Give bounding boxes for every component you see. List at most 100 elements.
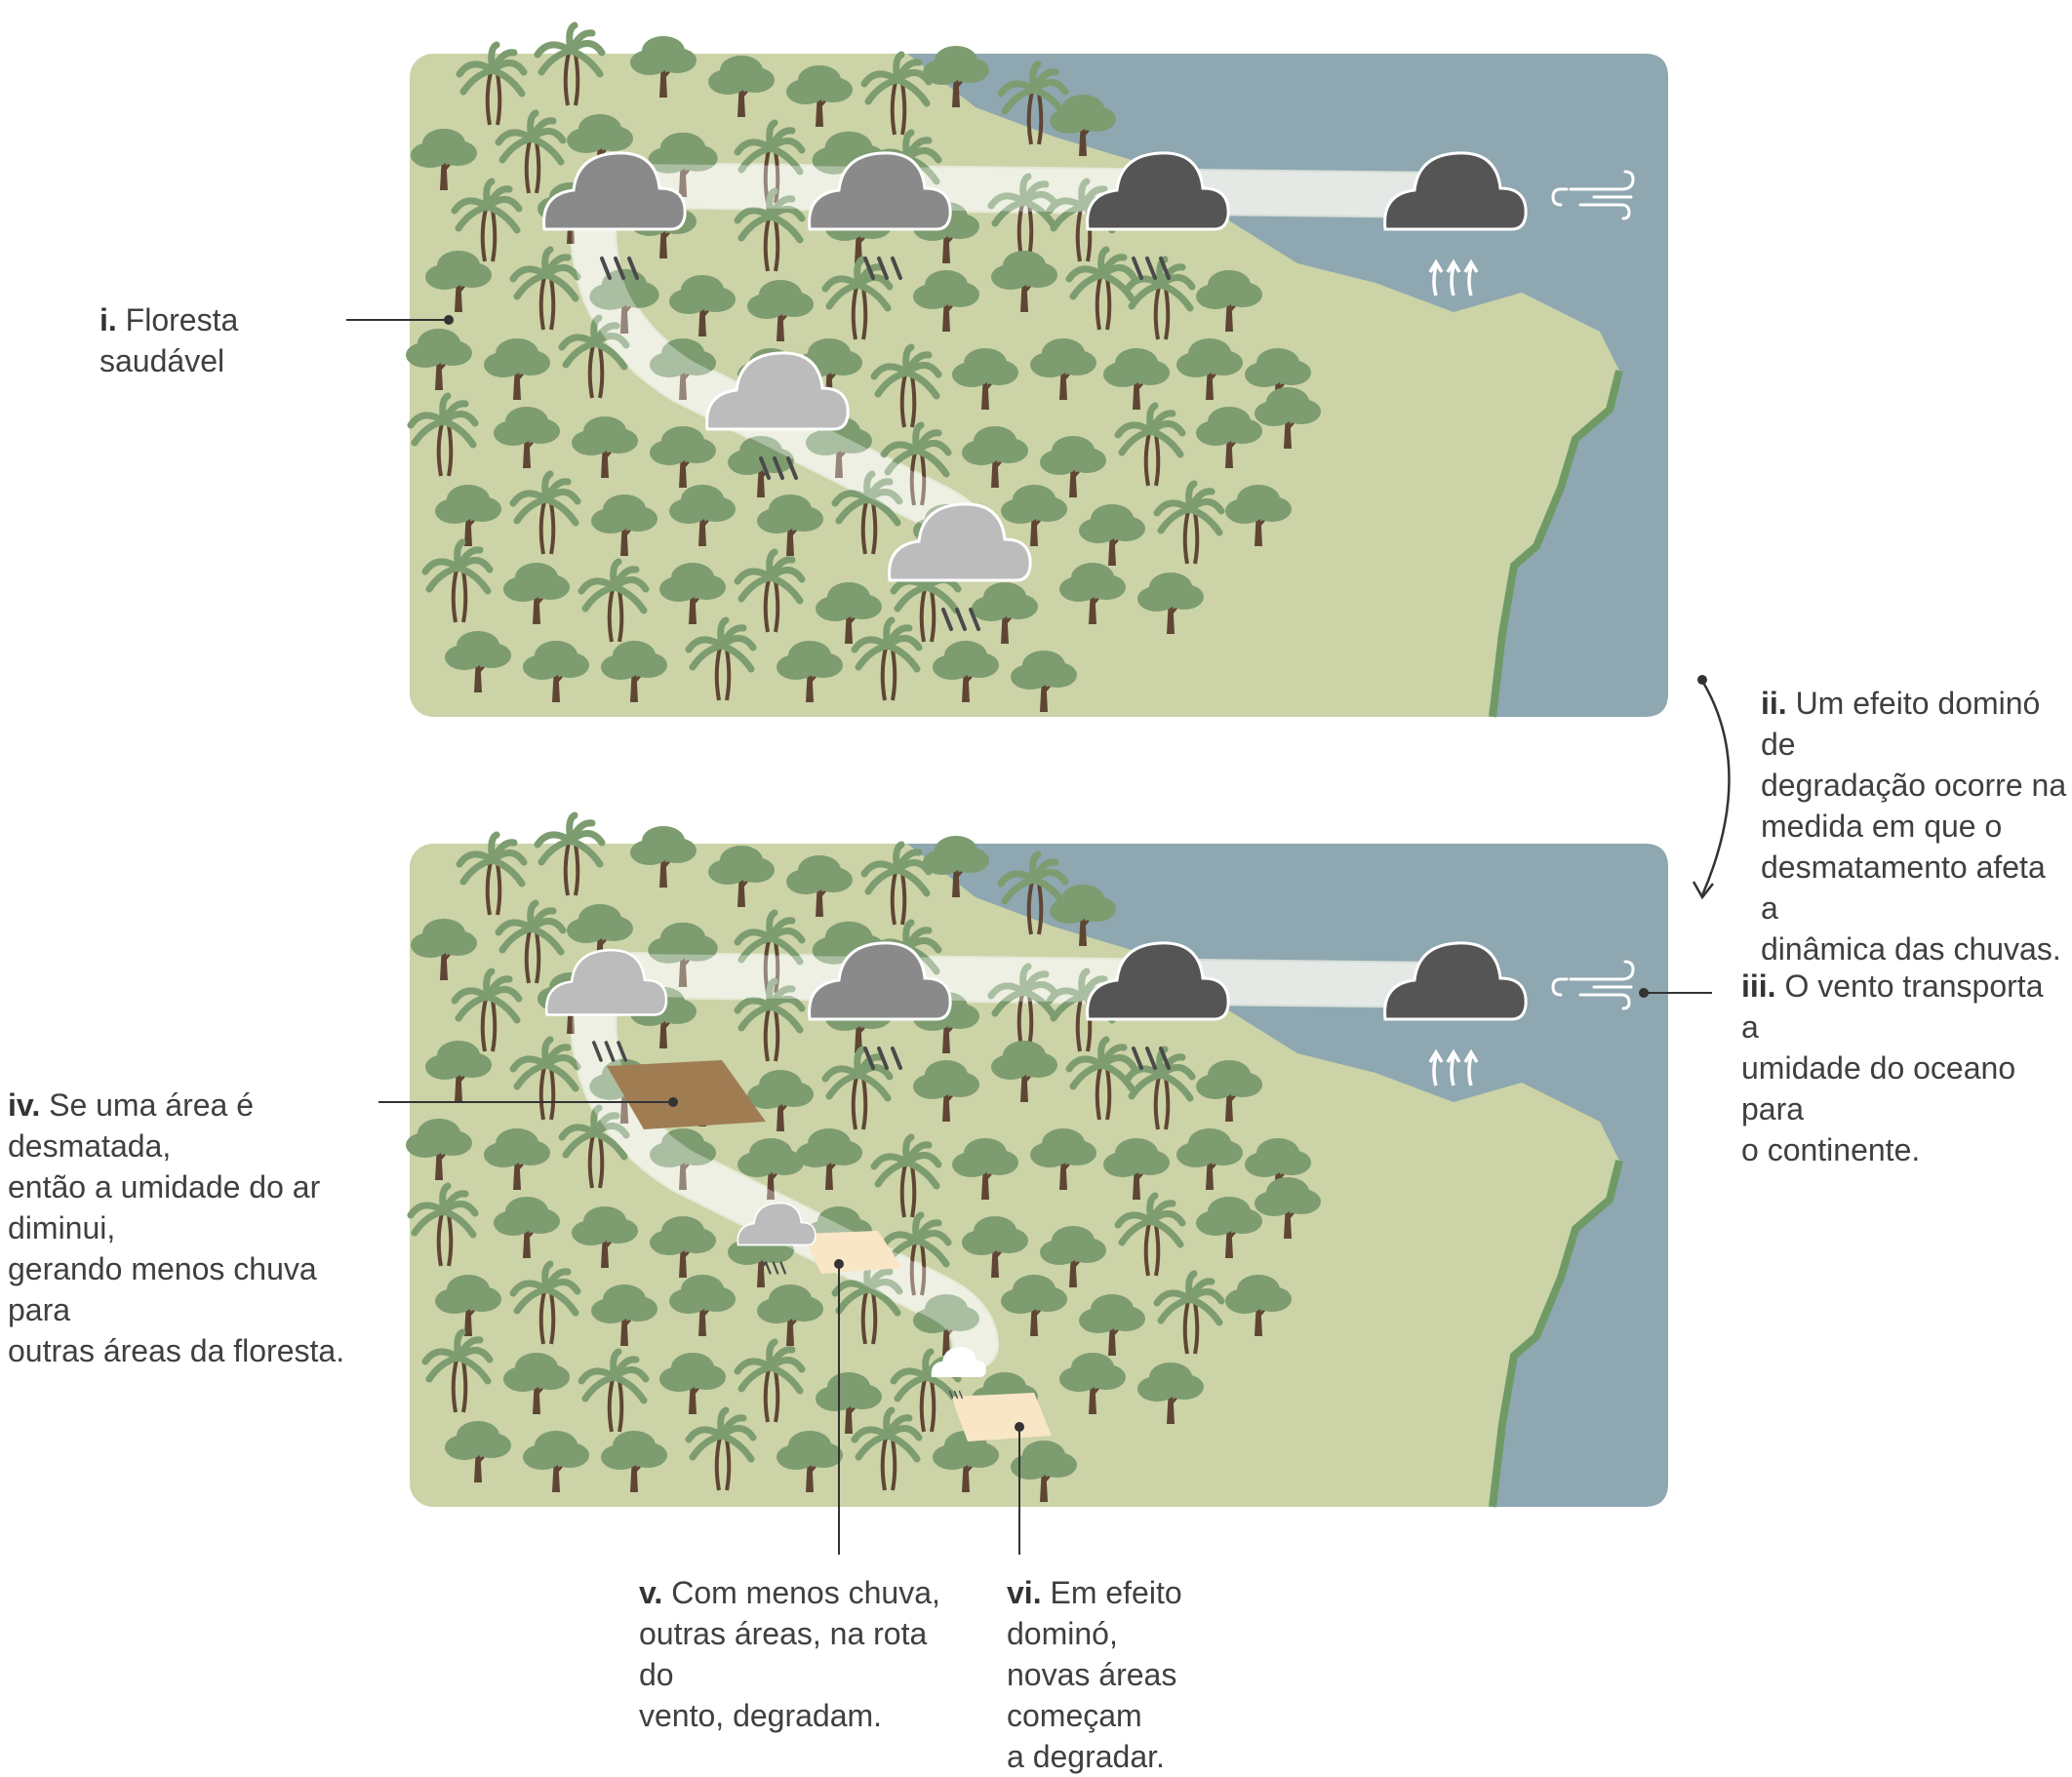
cloud-icon (808, 941, 952, 1021)
palm-tree-icon (509, 1036, 581, 1121)
palm-tree-icon (509, 470, 581, 555)
palm-tree-icon (1153, 1270, 1225, 1355)
coastline (1489, 1160, 1623, 1508)
cloud-icon (542, 151, 687, 231)
label-v: v. Com menos chuva, outras áreas, na rot… (639, 1575, 940, 1733)
tree-icon (786, 855, 853, 917)
tree-icon (445, 631, 511, 692)
tree-icon (1196, 270, 1262, 332)
tree-icon (708, 846, 775, 907)
tree-icon (1196, 1197, 1262, 1258)
tree-icon (406, 1119, 472, 1180)
tree-icon (913, 1060, 979, 1122)
palm-tree-icon (870, 343, 942, 428)
tree-icon (933, 641, 999, 702)
tree-icon (1103, 348, 1170, 410)
palm-tree-icon (407, 1182, 479, 1267)
palm-tree-icon (1065, 246, 1137, 331)
tree-icon (747, 280, 814, 341)
cloud-icon (888, 502, 1032, 582)
rain-icon (863, 257, 902, 280)
tree-icon (591, 494, 657, 556)
tree-icon (1079, 1294, 1145, 1356)
palm-tree-icon (1153, 480, 1225, 565)
evaporation-arrows-icon (1428, 1048, 1479, 1086)
label-iii: iii. O vento transporta a umidade do oce… (1741, 968, 2044, 1167)
tree-icon (411, 129, 477, 190)
tree-icon (484, 1128, 550, 1190)
tree-icon (913, 270, 979, 332)
degrading-area (802, 1231, 902, 1274)
palm-tree-icon (685, 1406, 757, 1491)
tree-icon (630, 36, 697, 98)
tree-icon (572, 416, 638, 478)
tree-icon (737, 1138, 804, 1200)
degrading-area (951, 1393, 1052, 1441)
palm-tree-icon (509, 1260, 581, 1345)
tree-icon (1137, 1362, 1204, 1424)
rain-icon (1132, 257, 1171, 280)
tree-icon (816, 1372, 882, 1434)
tree-icon (659, 563, 726, 624)
tree-icon (786, 65, 853, 127)
tree-icon (411, 919, 477, 980)
palm-tree-icon (1114, 1192, 1186, 1277)
rain-icon (764, 1261, 787, 1275)
tree-icon (952, 348, 1018, 410)
tree-icon (435, 485, 501, 546)
palm-tree-icon (456, 41, 528, 126)
palm-tree-icon (821, 256, 894, 340)
palm-tree-icon (890, 1348, 962, 1433)
cloud-icon (808, 151, 952, 231)
tree-icon (650, 1128, 716, 1190)
tree-icon (1050, 95, 1116, 156)
palm-tree-icon (456, 831, 528, 916)
tree-icon (669, 485, 736, 546)
tree-icon (650, 338, 716, 400)
tree-icon (1255, 387, 1321, 449)
tree-icon (445, 1421, 511, 1482)
tree-icon (1030, 1128, 1096, 1190)
arrow-head (1692, 881, 1714, 900)
rain-icon (600, 257, 639, 280)
palm-tree-icon (685, 616, 757, 701)
leader-dot (834, 1259, 844, 1269)
label-ii: ii. Um efeito dominó de degradação ocorr… (1761, 686, 2067, 967)
tree-icon (601, 641, 667, 702)
tree-icon (972, 582, 1038, 644)
tree-icon (962, 426, 1028, 488)
tree-icon (494, 1197, 560, 1258)
tree-icon (1137, 573, 1204, 634)
tree-icon (425, 251, 492, 312)
palm-tree-icon (421, 538, 494, 623)
tree-icon (630, 826, 697, 888)
palm-tree-icon (451, 178, 523, 262)
tree-icon (601, 1431, 667, 1492)
tree-icon (1103, 1138, 1170, 1200)
tree-icon (1176, 338, 1243, 400)
palm-tree-icon (1124, 1046, 1196, 1130)
panel-healthy-forest (406, 21, 1668, 718)
tree-icon (567, 904, 633, 966)
cloud-icon (1086, 941, 1230, 1021)
rain-icon (863, 1046, 902, 1070)
curved-arrow (1700, 680, 1731, 896)
tree-icon (1059, 1353, 1126, 1414)
tree-icon (777, 1431, 843, 1492)
palm-tree-icon (558, 1104, 630, 1189)
palm-tree-icon (509, 246, 581, 331)
tree-icon (1196, 1060, 1262, 1122)
cloud-icon (1086, 151, 1230, 231)
tree-icon (1059, 563, 1126, 624)
leader-dot (444, 315, 454, 325)
cloud-icon (705, 351, 850, 431)
tree-icon (1001, 485, 1067, 546)
tree-icon (757, 494, 823, 556)
palm-tree-icon (880, 421, 952, 506)
wind-icon (1551, 960, 1635, 1010)
cloud-icon (931, 1347, 986, 1377)
leader-lines (346, 315, 1731, 1555)
tree-icon (1225, 485, 1292, 546)
tree-icon (1079, 504, 1145, 566)
